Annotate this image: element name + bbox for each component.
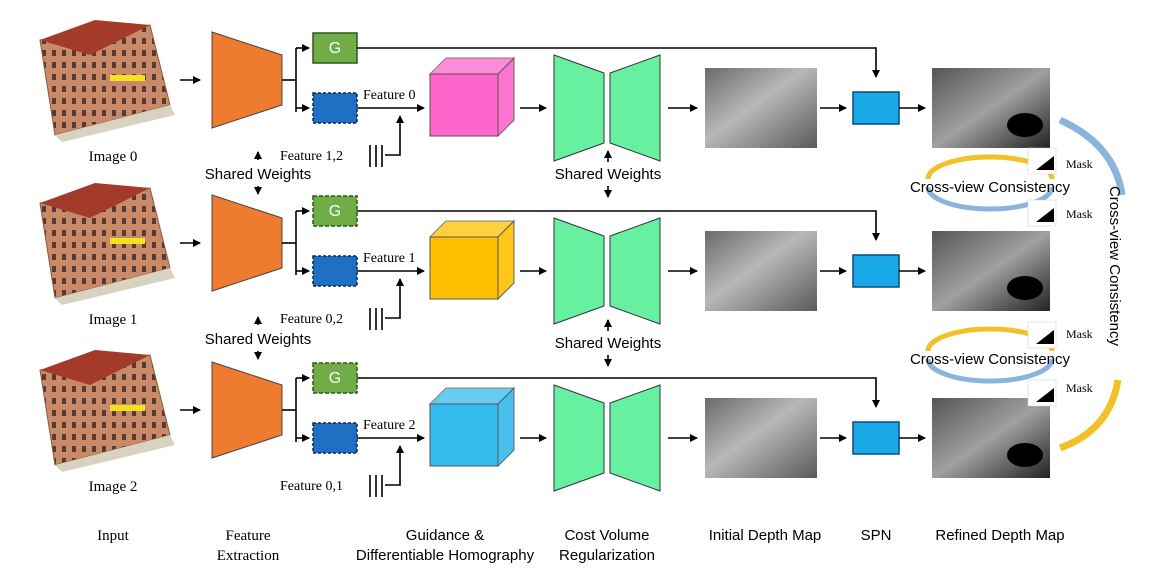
refined-depth-map — [932, 68, 1050, 148]
regularization-encoder — [553, 217, 605, 325]
refined-depth-map — [932, 231, 1050, 311]
image-label: Image 0 — [89, 149, 138, 165]
other-features-label: Feature 0,2 — [280, 312, 343, 327]
input-image — [39, 350, 175, 472]
guidance-box — [312, 195, 358, 227]
guidance-box — [312, 32, 358, 64]
spn-box — [852, 254, 900, 288]
feature-label: Feature 0 — [363, 88, 415, 103]
guidance-to-spn-arrow — [357, 210, 880, 241]
guidance-label: G — [329, 370, 341, 387]
warp-arrow — [385, 115, 404, 156]
other-features-label: Feature 1,2 — [280, 149, 343, 164]
warp-arrow — [385, 445, 404, 486]
guidance-to-spn-arrow — [357, 377, 880, 408]
feature-encoder — [211, 31, 283, 129]
regularization-decoder — [609, 54, 661, 162]
cost-volume — [429, 236, 499, 300]
image-label: Image 1 — [89, 312, 138, 328]
guidance-to-spn-arrow — [357, 47, 880, 78]
cost-volume — [429, 73, 499, 137]
stage-label-guidance: Guidance &Differentiable Homography — [356, 527, 535, 564]
mask-label: Mask — [1066, 157, 1093, 171]
shared-weights-label: Shared Weights — [205, 331, 311, 348]
stage-label-input: Input — [97, 528, 129, 544]
stage-label-initial-depth: Initial Depth Map — [709, 527, 822, 544]
stage-label-refined-depth: Refined Depth Map — [935, 527, 1064, 544]
shared-weights-label: Shared Weights — [555, 335, 661, 352]
shared-weights-label: Shared Weights — [205, 166, 311, 183]
mask-label: Mask — [1066, 207, 1093, 221]
feature-label: Feature 2 — [363, 418, 415, 433]
cross-view-arc-top — [1058, 116, 1126, 196]
initial-depth-map — [705, 398, 817, 478]
feature-encoder — [211, 361, 283, 459]
cross-view-arc-bottom — [1058, 379, 1122, 452]
warp-arrow — [385, 278, 404, 319]
input-image — [39, 20, 175, 142]
initial-depth-map — [705, 231, 817, 311]
pipeline-row: Image 0 G Feature 0 Feature 1,2 — [39, 20, 1050, 167]
cost-volume — [429, 403, 499, 467]
mask-label: Mask — [1066, 327, 1093, 341]
spn-box — [852, 421, 900, 455]
guidance-label: G — [329, 40, 341, 57]
regularization-decoder — [609, 217, 661, 325]
regularization-encoder — [553, 384, 605, 492]
feature-encoder — [211, 194, 283, 292]
cross-view-label: Cross-view Consistency — [910, 351, 1071, 368]
regularization-encoder — [553, 54, 605, 162]
other-features-label: Feature 0,1 — [280, 479, 343, 494]
image-label: Image 2 — [89, 479, 138, 495]
feature-map-box — [312, 422, 358, 454]
mask-label: Mask — [1066, 381, 1093, 395]
input-image — [39, 183, 175, 305]
refined-depth-map — [932, 398, 1050, 478]
stage-label-spn: SPN — [861, 527, 892, 544]
spn-box — [852, 91, 900, 125]
shared-weights-label: Shared Weights — [555, 166, 661, 183]
initial-depth-map — [705, 68, 817, 148]
guidance-label: G — [329, 203, 341, 220]
cross-view-label: Cross-view Consistency — [910, 179, 1071, 196]
feature-label: Feature 1 — [363, 251, 415, 266]
pipeline-row: Image 1 G Feature 1 Feature 0,2 — [39, 183, 1050, 330]
regularization-decoder — [609, 384, 661, 492]
feature-map-box — [312, 255, 358, 287]
feature-map-box — [312, 92, 358, 124]
guidance-box — [312, 362, 358, 394]
cross-view-vertical-label: Cross-view Consistency — [1106, 186, 1123, 347]
pipeline-row: Image 2 G Feature 2 Feature 0,1 — [39, 350, 1050, 497]
